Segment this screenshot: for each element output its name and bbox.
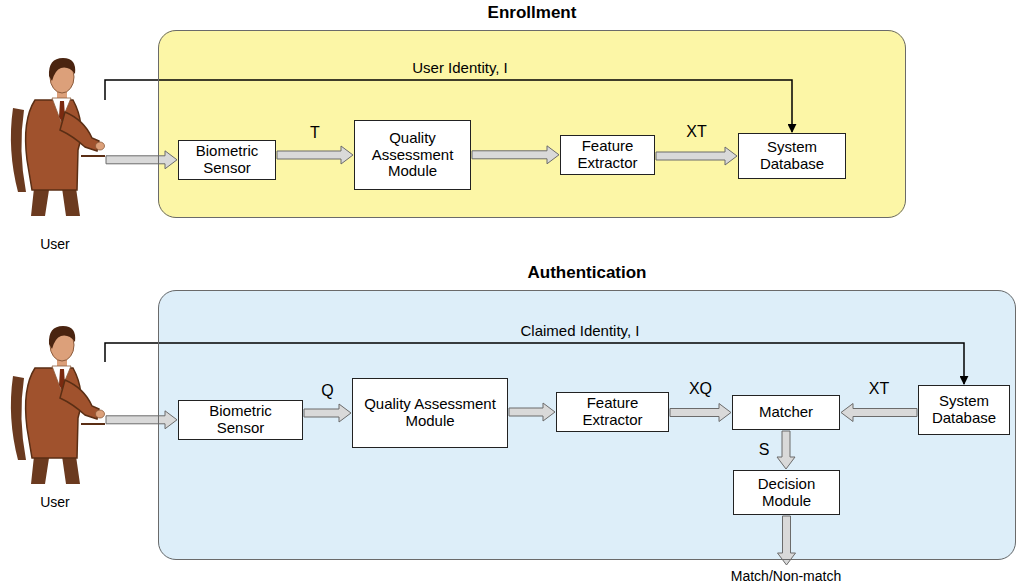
user-illustration — [11, 326, 105, 484]
user-label: User — [5, 236, 105, 252]
panel-fill — [158, 290, 1016, 560]
process-box: Feature Extractor — [556, 392, 669, 432]
output-label: Match/Non-match — [731, 568, 841, 584]
box-label: Biometric Sensor — [184, 403, 297, 437]
box-label: Feature Extractor — [562, 395, 663, 429]
user-figure: User — [5, 40, 105, 252]
signal-label: Q — [321, 382, 333, 400]
process-box: Feature Extractor — [560, 135, 655, 175]
block-arrow — [509, 403, 555, 421]
process-box: Matcher — [732, 395, 840, 430]
identity-line — [105, 343, 964, 384]
block-arrow — [304, 404, 351, 422]
block-arrow — [841, 404, 917, 422]
block-arrow — [277, 146, 353, 164]
block-arrow — [106, 411, 177, 429]
stage-panel: Biometric Sensor Quality Assessment Modul… — [158, 30, 906, 218]
user-illustration — [5, 318, 105, 488]
signal-label: XQ — [689, 380, 712, 398]
block-arrow — [777, 431, 795, 469]
process-box: System Database — [738, 133, 846, 179]
user-illustration — [11, 58, 105, 216]
box-label: Quality Assessment Module — [360, 130, 465, 180]
block-arrow — [656, 147, 737, 165]
block-arrow — [670, 404, 731, 422]
box-label: Quality Assessment Module — [358, 396, 502, 430]
box-label: System Database — [924, 393, 1004, 427]
box-label: Biometric Sensor — [184, 143, 270, 177]
process-box: Quality Assessment Module — [352, 378, 508, 448]
panel-fill — [158, 30, 906, 218]
signal-label: XT — [869, 380, 889, 398]
signal-label: XT — [686, 123, 706, 141]
user-illustration — [5, 40, 105, 230]
process-box: Biometric Sensor — [178, 140, 276, 180]
process-box: Decision Module — [733, 470, 840, 515]
box-label: Feature Extractor — [566, 138, 649, 172]
identity-label: Claimed Identity, I — [521, 323, 640, 340]
process-box: Quality Assessment Module — [354, 120, 471, 190]
user-figure: User — [5, 318, 105, 510]
output-arrow — [778, 516, 796, 565]
block-arrow — [106, 151, 177, 169]
process-box: Biometric Sensor — [178, 400, 303, 440]
signal-label: T — [310, 124, 320, 142]
signal-label: S — [759, 441, 770, 459]
box-label: System Database — [744, 139, 840, 173]
panel-title: Enrollment — [159, 3, 905, 23]
process-box: System Database — [918, 385, 1010, 435]
panel-title: Authentication — [159, 263, 1015, 283]
block-arrow — [472, 146, 559, 164]
box-label: Matcher — [759, 404, 813, 421]
box-label: Decision Module — [739, 476, 834, 510]
identity-label: User Identity, I — [412, 60, 508, 77]
user-label: User — [5, 494, 105, 510]
